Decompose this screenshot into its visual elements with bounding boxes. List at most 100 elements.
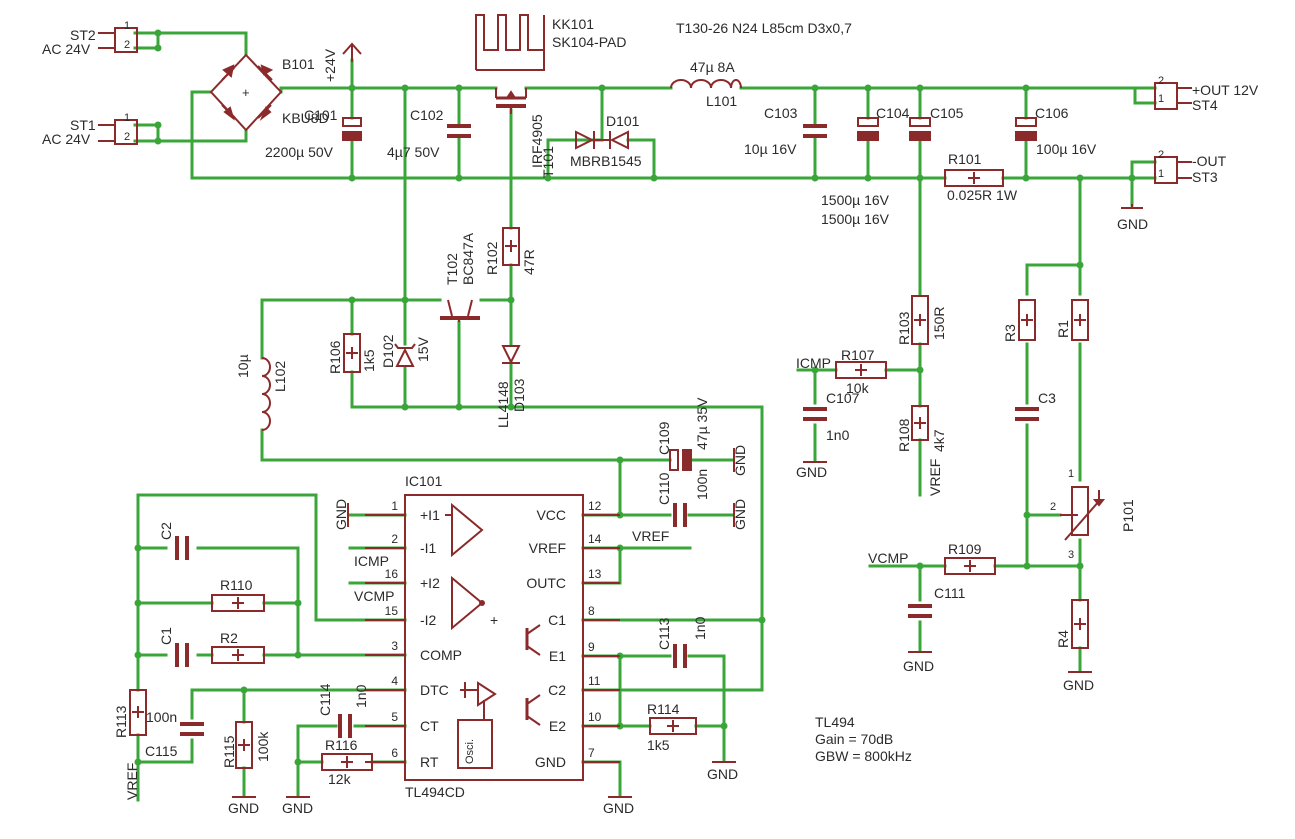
diode-d101 <box>575 130 629 150</box>
st4-label: +OUT 12V <box>1192 82 1259 98</box>
capacitor-c2 <box>175 536 189 560</box>
d101-name: D101 <box>606 113 640 129</box>
r116-name: R116 <box>325 737 358 753</box>
capacitor-c107 <box>803 407 827 421</box>
ic101-osc: Osci. <box>464 739 476 764</box>
resistor-r102 <box>502 227 520 266</box>
capacitor-c104 <box>857 117 879 141</box>
c113-value: 1n0 <box>692 616 708 640</box>
ic-pin-num-15: 15 <box>385 604 399 618</box>
ic-pin-label-2: -I1 <box>420 540 437 556</box>
resistor-r114 <box>649 717 697 735</box>
t102-value: BC847A <box>460 232 476 285</box>
c106-name: C106 <box>1035 105 1069 121</box>
c114-value: 1n0 <box>353 684 369 708</box>
resistor-r107 <box>835 361 887 379</box>
capacitor-c115 <box>180 722 204 736</box>
l101-value: 47µ 8A <box>690 59 735 75</box>
c102-value: 4µ7 50V <box>387 144 440 160</box>
c2-name: C2 <box>158 522 174 540</box>
ic-pin-label-10: E2 <box>549 718 566 734</box>
ic101-name: IC101 <box>405 473 443 489</box>
st1-pin2: 2 <box>124 131 130 143</box>
supply-arrow-24v <box>342 42 362 62</box>
r1-name: R1 <box>1055 320 1071 338</box>
bridge-rectifier-b101 <box>209 53 283 132</box>
st3-pin1: 1 <box>1158 168 1164 180</box>
kk101-value: SK104-PAD <box>552 34 626 50</box>
d102-value: 15V <box>415 336 431 362</box>
kk101-name: KK101 <box>552 16 594 32</box>
r114-value: 1k5 <box>647 737 670 753</box>
r103-value: 150R <box>931 307 947 340</box>
vcmp-label-2: VCMP <box>868 550 908 566</box>
r2-name: R2 <box>220 630 238 646</box>
c106-value: 100µ 16V <box>1036 141 1097 157</box>
b101-name: B101 <box>282 56 315 72</box>
ic-pin-num-16: 16 <box>385 567 399 581</box>
vref-label-2: VREF <box>927 459 943 496</box>
r107-name: R107 <box>841 347 875 363</box>
c3-name: C3 <box>1038 390 1056 406</box>
core-note: T130-26 N24 L85cm D3x0,7 <box>676 20 852 36</box>
r101-value: 0.025R 1W <box>947 187 1018 203</box>
c115-value: 100n <box>146 709 177 725</box>
inductor-l101 <box>670 79 742 89</box>
ic-pin-num-9: 9 <box>588 640 595 654</box>
resistor-r2 <box>211 646 265 664</box>
heatsink-kk101 <box>475 14 545 71</box>
ic-pin-num-3: 3 <box>391 639 398 653</box>
t102-name: T102 <box>444 253 460 285</box>
r4-name: R4 <box>1055 630 1071 648</box>
c111-name: C111 <box>934 585 966 601</box>
connector-st4 <box>1154 82 1192 110</box>
gnd-label-5: GND <box>707 766 738 782</box>
d103-value: LL4148 <box>495 381 511 428</box>
capacitor-c102 <box>447 124 471 138</box>
st4-pin1: 1 <box>1158 93 1164 105</box>
c1-name: C1 <box>158 627 174 645</box>
st1-pin1: 1 <box>124 112 130 124</box>
ic-pin-label-11: C2 <box>548 682 566 698</box>
c101-value: 2200µ 50V <box>265 144 334 160</box>
ic-pin-num-14: 14 <box>588 532 602 546</box>
ic101-part: TL494CD <box>405 784 465 800</box>
c109-name: C109 <box>656 421 672 455</box>
c104-value: 1500µ 16V <box>821 192 890 208</box>
gnd-label-7: GND <box>228 800 259 816</box>
l102-value: 10µ <box>235 354 251 378</box>
icmp-label-2: ICMP <box>796 355 831 371</box>
ic-pin-num-10: 10 <box>588 710 602 724</box>
capacitor-c105 <box>909 117 931 141</box>
capacitor-c110 <box>673 503 687 527</box>
ic-pin-label-14: VREF <box>529 540 566 556</box>
r106-value: 1k5 <box>361 349 377 372</box>
ic101-body <box>365 494 620 781</box>
gnd-label-11: GND <box>732 499 748 530</box>
r3-name: R3 <box>1002 324 1018 342</box>
b101-sym: + <box>242 85 250 100</box>
r113-name: R113 <box>113 705 129 738</box>
potentiometer-p101 <box>1060 486 1106 541</box>
st4-name: ST4 <box>1192 97 1218 113</box>
resistor-r113 <box>129 689 147 736</box>
r107-value: 10k <box>846 380 870 396</box>
gnd-label-8: GND <box>282 800 313 816</box>
c114-name: C114 <box>317 683 333 716</box>
r114-name: R114 <box>647 701 680 717</box>
ic-pin-label-1: +I1 <box>420 507 440 523</box>
gnd-label-1: GND <box>1117 216 1148 232</box>
r101-name: R101 <box>948 151 982 167</box>
ic-pin-label-15: -I2 <box>420 612 437 628</box>
capacitor-c103 <box>803 124 827 138</box>
st2-pin2: 2 <box>124 39 130 51</box>
r103-name: R103 <box>896 311 912 345</box>
c107-value: 1n0 <box>826 427 850 443</box>
ic-pin-num-4: 4 <box>391 674 398 688</box>
connector-st1 <box>98 119 138 145</box>
p101-name: P101 <box>1120 499 1136 532</box>
gnd-label-10: GND <box>732 445 748 476</box>
capacitor-c101 <box>342 117 362 141</box>
gnd-label-4: GND <box>1063 677 1094 693</box>
c109-value: 47µ 35V <box>694 397 710 450</box>
